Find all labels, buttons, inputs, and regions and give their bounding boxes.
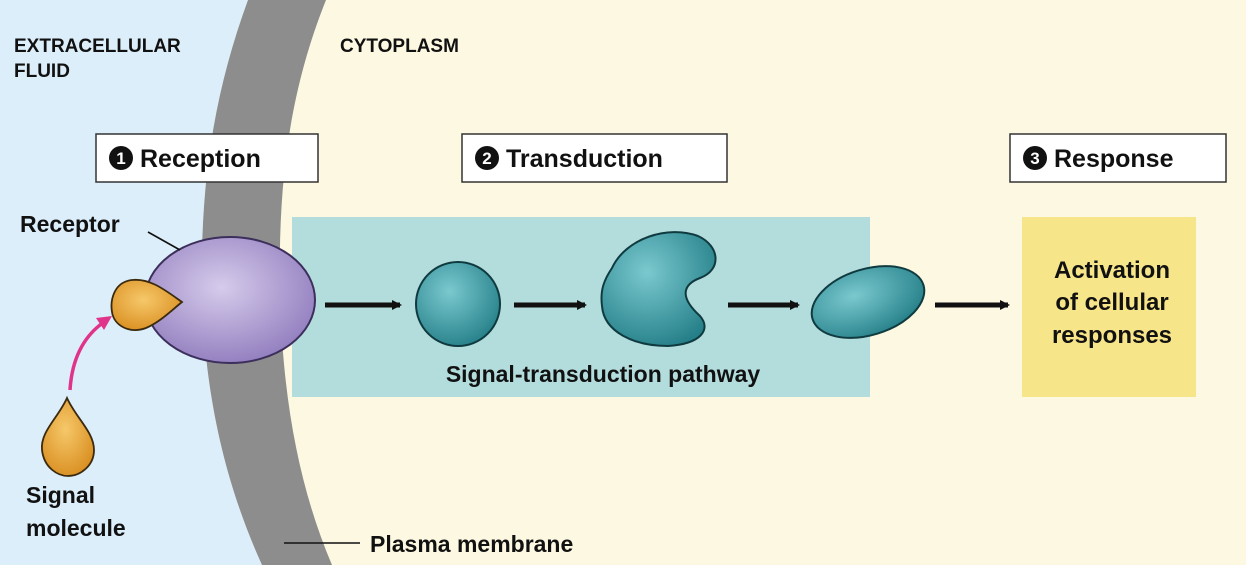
bound-signal-molecule <box>110 278 184 331</box>
response-line1: Activation <box>1054 257 1170 284</box>
receptor-leader-line <box>147 231 181 251</box>
free-signal-molecule <box>41 395 95 477</box>
curved-binding-arrow <box>68 320 106 391</box>
step-title: Reception <box>140 145 261 173</box>
response-box <box>1022 217 1196 397</box>
relay-protein-1 <box>415 261 501 347</box>
step-number-badge <box>1023 146 1047 170</box>
step-response: 3 Response <box>1009 133 1227 183</box>
extracellular-label-line1: EXTRACELLULAR <box>14 36 181 57</box>
step-number: 3 <box>1030 149 1039 168</box>
step-number: 1 <box>116 149 125 168</box>
relay-protein-3 <box>810 265 926 339</box>
extracellular-label-line2: FLUID <box>14 61 70 82</box>
pathway-label: Signal-transduction pathway <box>446 361 761 387</box>
cytoplasm-label: CYTOPLASM <box>340 36 459 57</box>
step-number-badge <box>475 146 499 170</box>
plasma-membrane-label: Plasma membrane <box>370 531 573 557</box>
receptor-label: Receptor <box>20 211 120 237</box>
step-transduction: 2 Transduction <box>461 133 728 183</box>
step-number-badge <box>109 146 133 170</box>
step-title: Response <box>1054 145 1174 173</box>
response-line3: responses <box>1052 322 1172 349</box>
response-line2: of cellular <box>1055 289 1168 316</box>
relay-protein-2 <box>600 231 717 348</box>
signal-molecule-label-line2: molecule <box>26 515 126 541</box>
signal-molecule-label-line1: Signal <box>26 482 95 508</box>
curved-binding-arrowhead <box>96 316 112 330</box>
step-title: Transduction <box>506 145 663 173</box>
step-number: 2 <box>482 149 491 168</box>
step-reception: 1 Reception <box>95 133 319 183</box>
